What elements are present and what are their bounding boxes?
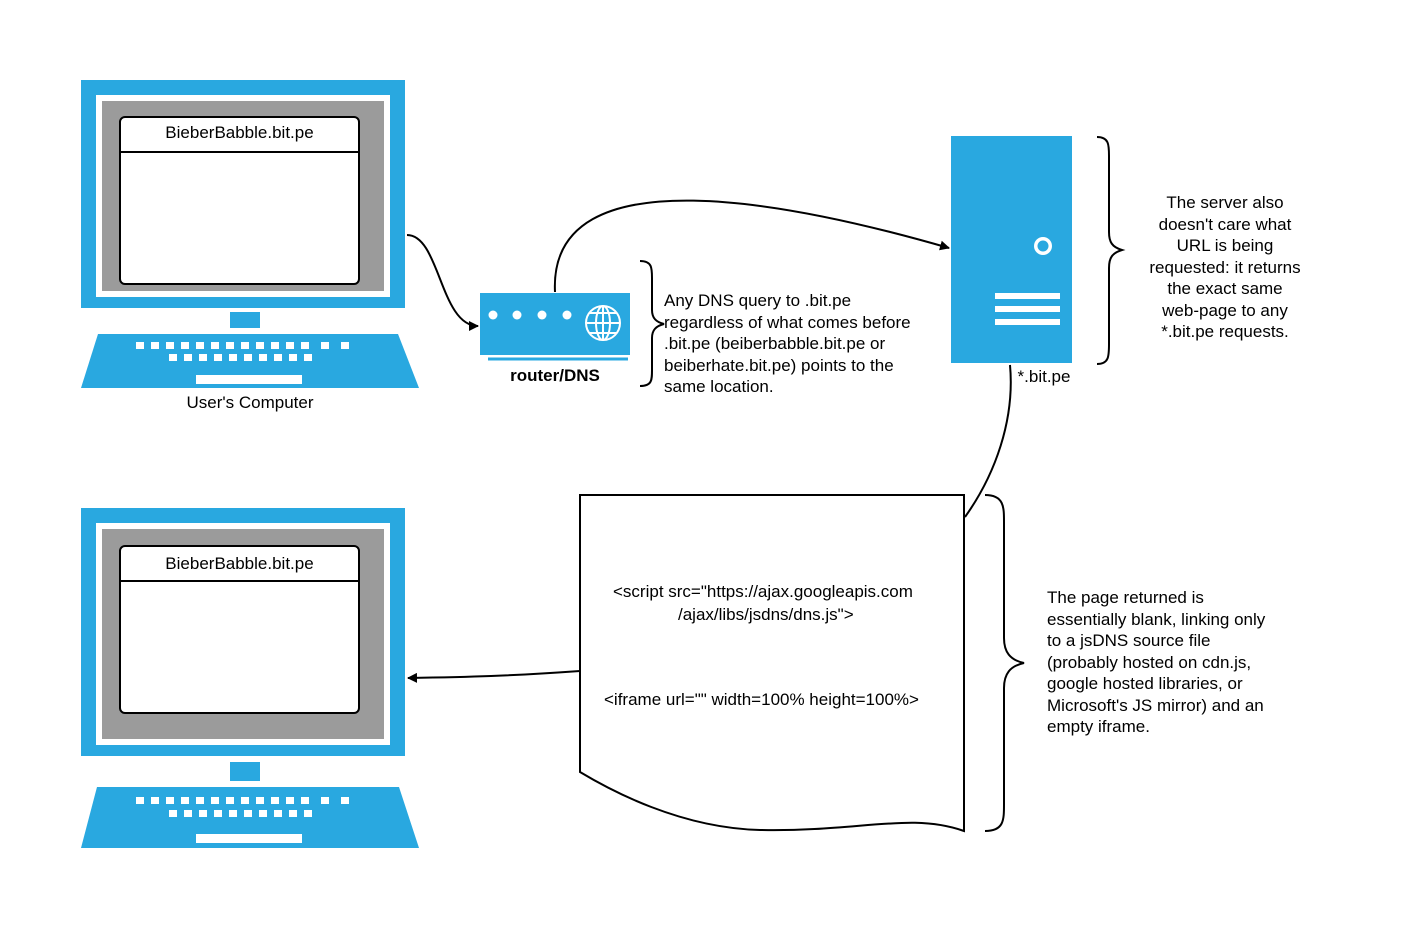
dns-note-brace — [639, 260, 665, 387]
server-note-line: web-page to any — [1162, 300, 1288, 320]
bottom-computer — [81, 508, 419, 848]
router-led — [488, 310, 498, 320]
server-power-icon-center — [1037, 240, 1049, 252]
server-note-line: doesn't care what — [1158, 214, 1292, 234]
browser-window — [119, 116, 360, 285]
connector-server-to-document — [964, 364, 1012, 518]
page-note-line: empty iframe. — [1047, 717, 1150, 736]
keyboard — [81, 787, 419, 848]
server-vent — [995, 293, 1060, 299]
server-note-brace — [1096, 136, 1126, 365]
page-note-line: Microsoft's JS mirror) and an — [1047, 695, 1264, 715]
server-note-line: The server also — [1166, 193, 1284, 212]
page-note-brace — [984, 494, 1025, 832]
page-note-line: The page returned is — [1047, 588, 1204, 607]
server-label: *.bit.pe — [1017, 367, 1071, 386]
dns-note-line: Any DNS query to .bit.pe — [664, 291, 852, 310]
document-script-line-1: <script src="https://ajax.googleapis.com — [613, 582, 913, 601]
page-note: The page returned is essentially blank, … — [1047, 587, 1265, 738]
dns-note-line: .bit.pe (beiberbabble.bit.pe or — [664, 334, 886, 353]
server-note-line: the exact same — [1167, 279, 1283, 298]
monitor-neck — [230, 762, 260, 781]
router-led — [512, 310, 522, 320]
top-computer — [81, 80, 419, 388]
router-led — [562, 310, 572, 320]
dns-note-line: same location. — [664, 377, 774, 396]
page-note-line: (probably hosted on cdn.js, — [1047, 652, 1252, 672]
arrow-router-to-server — [553, 199, 950, 293]
page-note-line: to a jsDNS source file — [1047, 631, 1211, 650]
page-note-line: essentially blank, linking only — [1047, 609, 1266, 629]
dns-note-line: beiberhate.bit.pe) points to the — [664, 355, 894, 375]
arrow-computer-to-router — [406, 234, 479, 331]
server-vent — [995, 306, 1060, 312]
server-note-line: requested: it returns — [1149, 257, 1301, 277]
monitor-neck — [230, 312, 260, 328]
server-body — [951, 136, 1072, 363]
user-computer-caption: User's Computer — [186, 393, 314, 412]
server-note-line: *.bit.pe requests. — [1161, 322, 1289, 341]
router — [480, 293, 630, 361]
browser-window — [119, 545, 360, 714]
server-vent — [995, 319, 1060, 325]
document-iframe-line: <iframe url="" width=100% height=100%> — [604, 690, 919, 709]
dns-note: Any DNS query to .bit.pe regardless of w… — [664, 290, 911, 398]
router-label: router/DNS — [510, 366, 600, 385]
dns-note-line: regardless of what comes before — [664, 312, 911, 332]
server — [951, 136, 1072, 363]
keyboard-keys — [136, 797, 349, 843]
top-browser-url: BieberBabble.bit.pe — [165, 123, 314, 142]
keyboard-keys — [136, 342, 349, 384]
server-note-line: URL is being — [1176, 236, 1274, 255]
router-led — [537, 310, 547, 320]
document-script-line-2: /ajax/libs/jsdns/dns.js"> — [678, 605, 854, 624]
bottom-browser-url: BieberBabble.bit.pe — [165, 554, 314, 573]
arrow-document-to-computer — [407, 670, 581, 683]
server-note: The server also doesn't care what URL is… — [1130, 192, 1320, 343]
globe-icon — [585, 305, 621, 341]
page-note-line: google hosted libraries, or — [1047, 674, 1243, 693]
document-shape — [579, 494, 965, 833]
